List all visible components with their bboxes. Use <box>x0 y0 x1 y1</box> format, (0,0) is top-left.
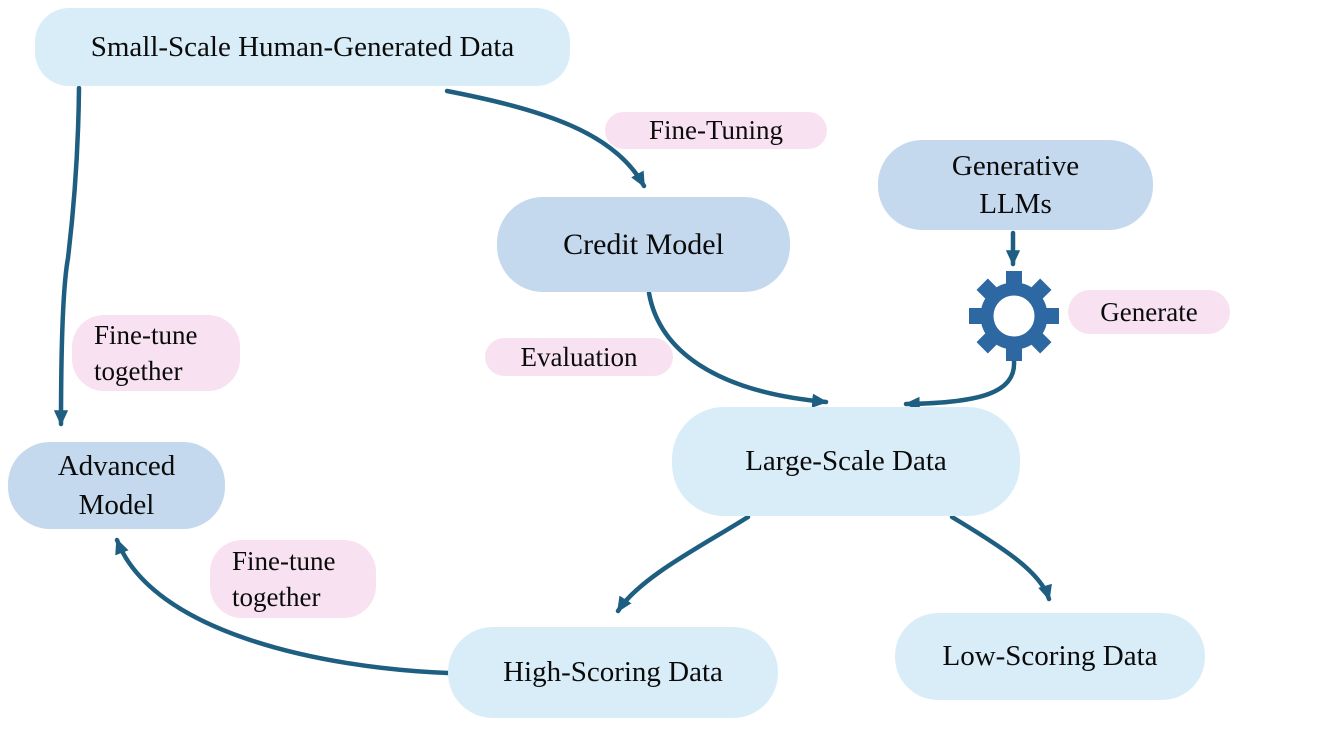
arrow-credit-to-large <box>646 290 829 408</box>
edge-label-evaluation: Evaluation <box>485 338 673 376</box>
arrow-gear-to-large <box>903 358 1017 411</box>
arrow-large-to-low <box>949 514 1052 602</box>
node-large-scale-data: Large-Scale Data <box>672 407 1020 516</box>
node-low-scoring-data: Low-Scoring Data <box>895 613 1205 700</box>
edge-label-fine-tune-together-bottom: Fine-tune together <box>210 540 376 618</box>
arrow-small-to-advanced <box>53 85 82 427</box>
node-generative-llms: Generative LLMs <box>878 140 1153 230</box>
node-credit-model: Credit Model <box>497 197 790 292</box>
edge-label-fine-tuning: Fine-Tuning <box>605 112 827 149</box>
node-high-scoring-data: High-Scoring Data <box>448 627 778 718</box>
arrow-high-to-advanced <box>114 537 451 676</box>
node-small-scale-human-generated-data: Small-Scale Human-Generated Data <box>35 8 570 86</box>
edge-label-fine-tune-together-top: Fine-tune together <box>72 315 240 391</box>
gear-icon <box>969 271 1059 361</box>
arrow-large-to-high <box>615 514 751 614</box>
arrow-small-to-credit <box>444 88 647 189</box>
node-advanced-model: Advanced Model <box>8 442 225 529</box>
edge-label-generate: Generate <box>1068 290 1230 334</box>
